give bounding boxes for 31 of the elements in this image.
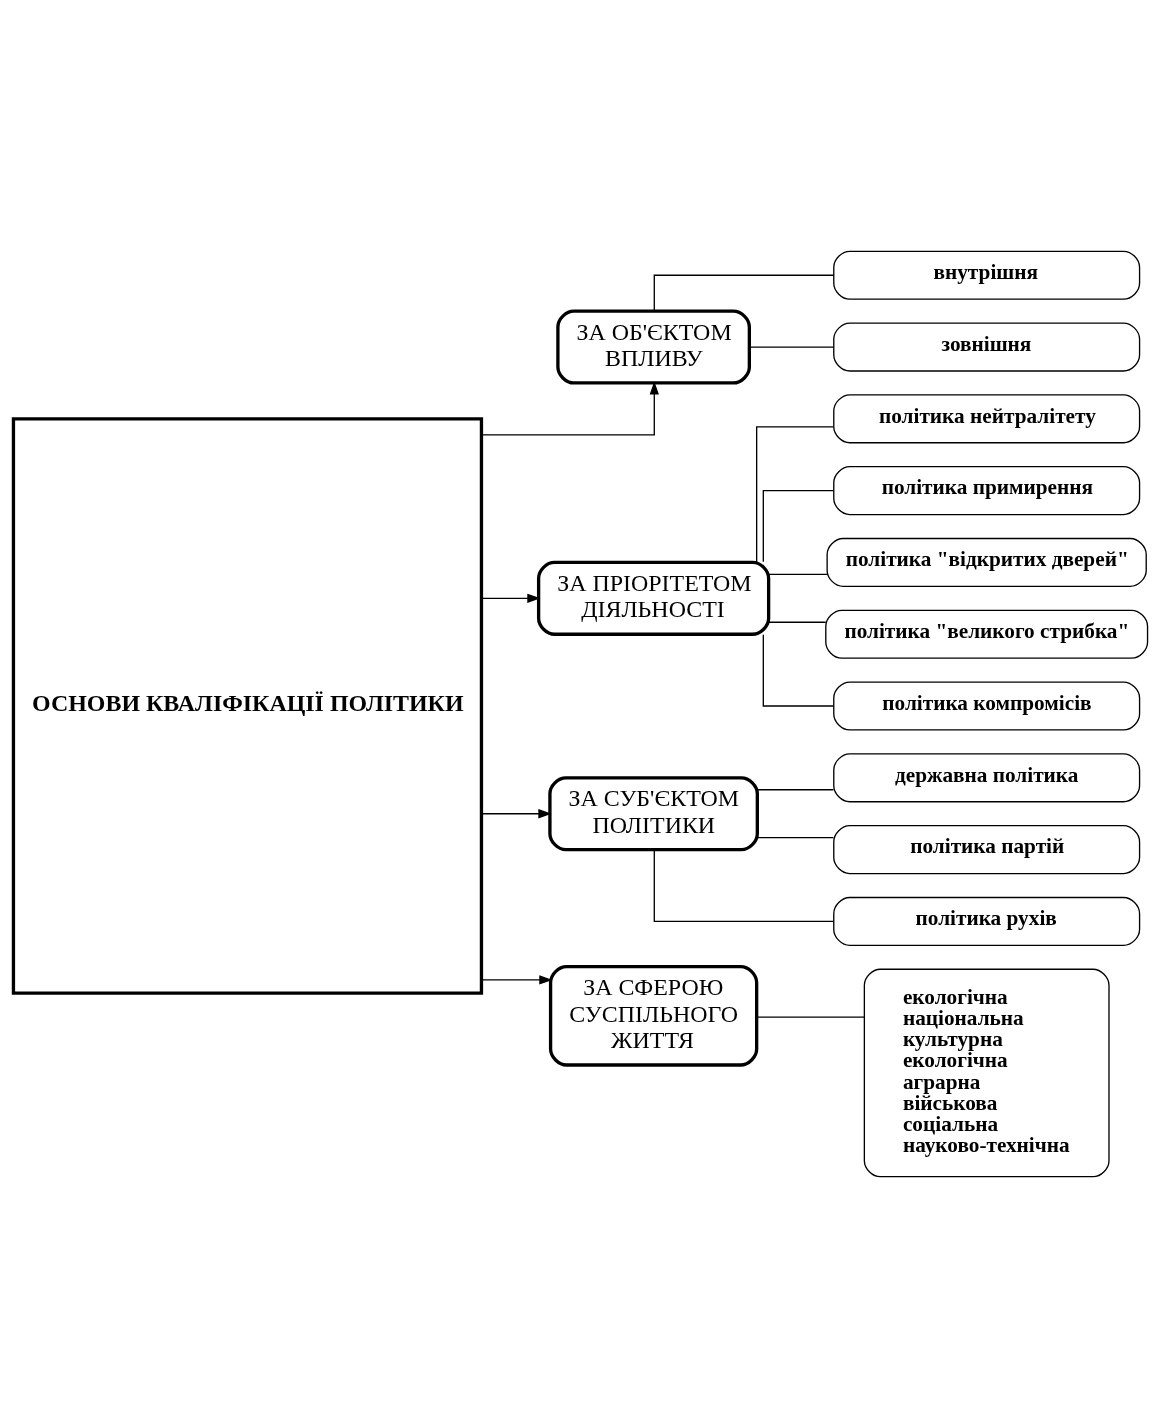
node-box: ЗА ОБ'ЄКТОМ ВПЛИВУ (556, 309, 751, 385)
connector (756, 789, 835, 791)
node-box: ЗА СУБ'ЄКТОМ ПОЛІТИКИ (548, 776, 759, 852)
connector (748, 346, 835, 348)
connector (756, 1016, 865, 1018)
node-box: політика рухів (833, 896, 1141, 946)
connector (653, 849, 835, 923)
arrow (481, 593, 541, 603)
node-box: політика компромісів (833, 681, 1141, 731)
node-box: політика нейтралітету (833, 394, 1141, 444)
node-box: ЗА ПРІОРІТЕТОМ ДІЯЛЬНОСТІ (536, 560, 771, 636)
node-box: ОСНОВИ КВАЛІФІКАЦІЇ ПОЛІТИКИ (11, 417, 484, 995)
node-box: екологічна національна культурна екологічна аграрна військова соціальна науково-технічна (863, 968, 1110, 1178)
connector (756, 426, 834, 564)
connector (762, 634, 835, 707)
arrow (481, 975, 553, 985)
arrow (481, 809, 552, 819)
node-box: внутрішня (833, 250, 1141, 300)
connector (768, 621, 827, 623)
node-box: державна політика (833, 753, 1141, 803)
arrow (481, 381, 659, 436)
node-box: політика "відкритих дверей" (826, 537, 1147, 588)
node-box: зовнішня (833, 322, 1141, 372)
node-box: політика примирення (833, 466, 1141, 516)
connector (756, 837, 835, 839)
node-box: політика партій (833, 825, 1141, 875)
node-box: політика "великого стрибка" (825, 609, 1149, 659)
connector (653, 274, 835, 312)
connector (768, 573, 828, 576)
connector (762, 489, 835, 563)
node-box: ЗА СФЕРОЮ СУСПІЛЬНОГО ЖИТТЯ (548, 964, 759, 1067)
